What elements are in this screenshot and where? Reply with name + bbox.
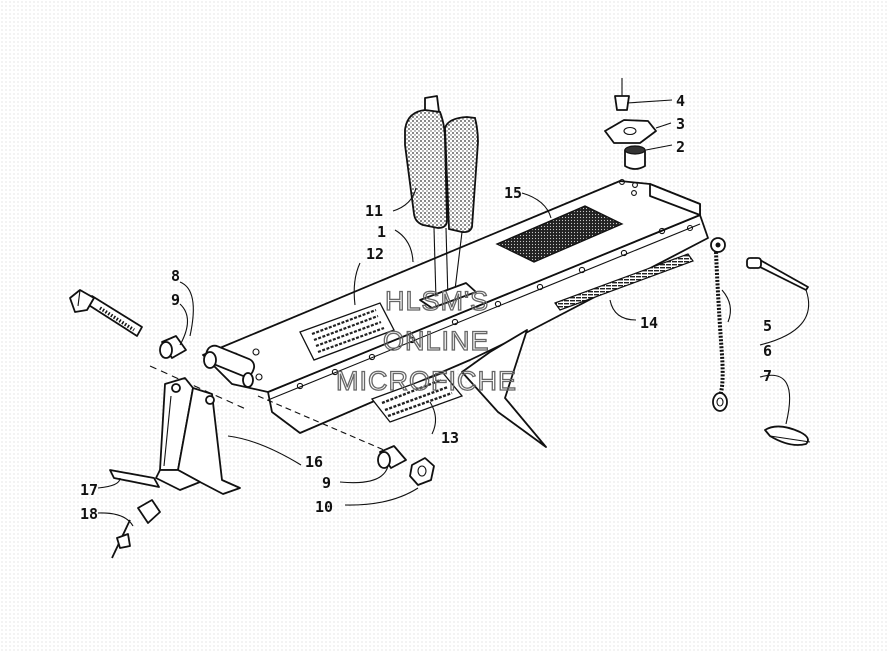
callout-11: 11 [365, 202, 383, 220]
callout-15: 15 [504, 184, 522, 202]
bumper-pads [404, 95, 479, 309]
decal-15 [495, 205, 624, 263]
rivet [255, 373, 263, 381]
callout-labels: 1 2 3 4 5 6 7 8 9 9 10 11 12 13 14 15 16… [80, 92, 772, 523]
callout-3: 3 [676, 115, 685, 133]
rivets-top [296, 227, 666, 390]
callout-4: 4 [676, 92, 685, 110]
callout-5: 5 [763, 317, 772, 335]
callout-16: 16 [305, 453, 323, 471]
decal-12 [299, 302, 395, 361]
bushing-9-lower [377, 445, 407, 469]
bracket-16 [155, 377, 241, 495]
watermark-line-3: MICROFICHE [336, 366, 517, 396]
rivet-18 [111, 499, 161, 559]
pivot-tube [204, 344, 256, 378]
rivet [252, 348, 260, 356]
callout-12: 12 [366, 245, 384, 263]
callout-7: 7 [763, 367, 772, 385]
rivet [632, 182, 638, 188]
watermark-line-1: HLSM'S [385, 286, 489, 316]
plate-17 [109, 469, 160, 488]
safety-chain [710, 237, 811, 446]
watermark-line-2: ONLINE [383, 326, 490, 356]
callout-17: 17 [80, 481, 98, 499]
hardware-2-3-4 [604, 78, 657, 170]
leader-lines [97, 99, 810, 527]
bushing-9-upper [159, 335, 187, 359]
decal-14 [554, 253, 694, 311]
callout-14: 14 [640, 314, 658, 332]
rivet [631, 190, 637, 196]
callout-1: 1 [377, 223, 386, 241]
callout-2: 2 [676, 138, 685, 156]
callout-18: 18 [80, 505, 98, 523]
nut-10 [409, 457, 435, 486]
rivet [619, 179, 625, 185]
bolt-8 [69, 289, 143, 337]
callout-9-lower: 9 [322, 474, 331, 492]
watermark: HLSM'S ONLINE MICROFICHE [335, 285, 517, 396]
callout-13: 13 [441, 429, 459, 447]
callout-10: 10 [315, 498, 333, 516]
callout-8: 8 [171, 267, 180, 285]
callout-9-upper: 9 [171, 291, 180, 309]
callout-6: 6 [763, 342, 772, 360]
